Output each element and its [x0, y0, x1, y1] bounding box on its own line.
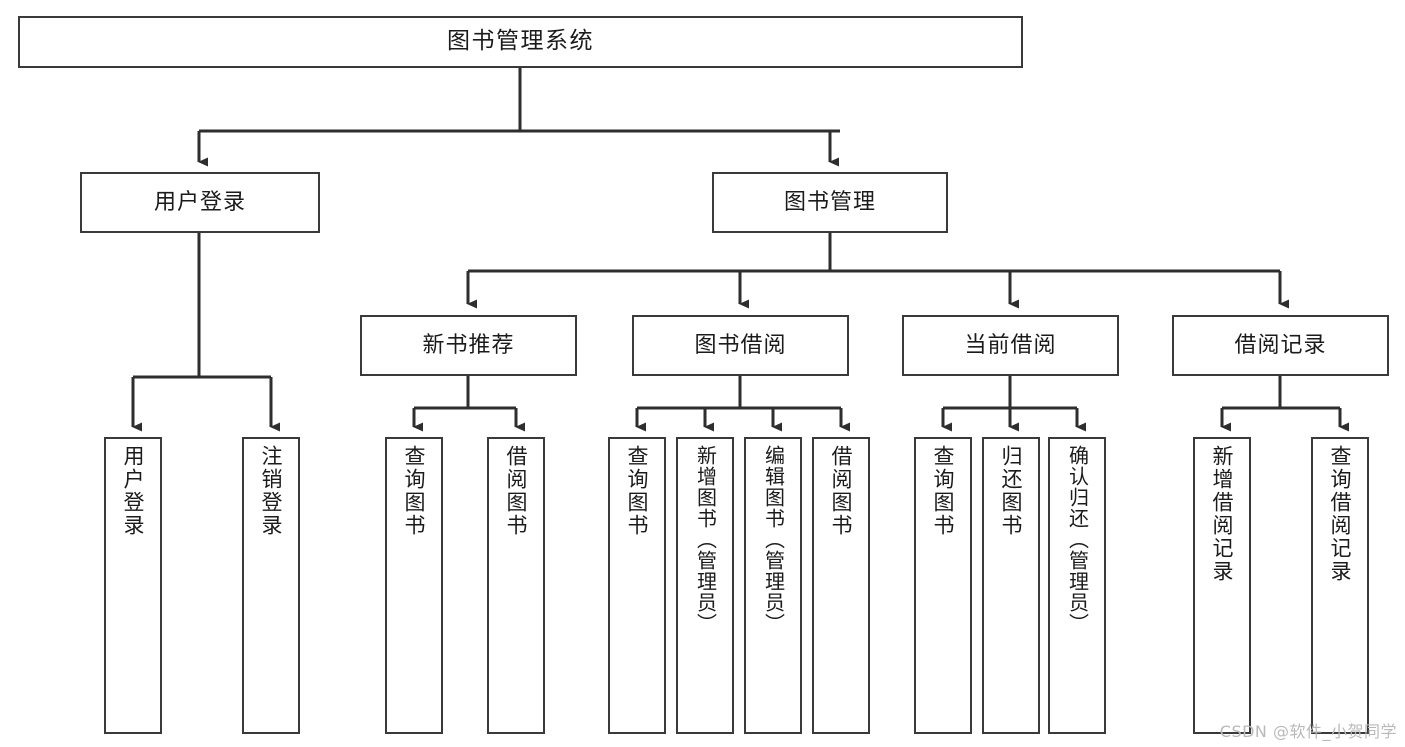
node-leaf-confirm-return[interactable]: 确认归还（管理员） [1048, 437, 1106, 734]
node-leaf-borrow-book-1-label: 借阅图书 [504, 445, 529, 537]
node-leaf-query-record-label: 查询借阅记录 [1328, 445, 1353, 583]
node-leaf-add-record-label: 新增借阅记录 [1210, 445, 1235, 583]
node-leaf-logout-login[interactable]: 注销登录 [242, 437, 300, 734]
node-current-borrow-label: 当前借阅 [964, 332, 1057, 358]
node-leaf-query-book-1-label: 查询图书 [402, 445, 427, 537]
node-root-system-label: 图书管理系统 [447, 28, 594, 55]
node-leaf-user-login-label: 用户登录 [121, 445, 146, 537]
csdn-watermark: CSDN @软件_小贺同学 [1219, 722, 1397, 741]
node-leaf-query-book-1[interactable]: 查询图书 [385, 437, 443, 734]
node-user-login-label: 用户登录 [153, 189, 246, 215]
node-new-book-rec[interactable]: 新书推荐 [360, 315, 577, 376]
node-leaf-return-book-label: 归还图书 [999, 445, 1024, 537]
node-leaf-add-book[interactable]: 新增图书（管理员） [676, 437, 734, 734]
node-borrow-record-label: 借阅记录 [1234, 332, 1327, 358]
node-leaf-return-book[interactable]: 归还图书 [982, 437, 1040, 734]
node-book-manage-label: 图书管理 [783, 189, 876, 215]
node-leaf-confirm-return-label: 确认归还（管理员） [1065, 445, 1090, 634]
node-leaf-borrow-book-2[interactable]: 借阅图书 [812, 437, 870, 734]
node-leaf-borrow-book-2-label: 借阅图书 [829, 445, 854, 537]
node-current-borrow[interactable]: 当前借阅 [902, 315, 1119, 376]
node-leaf-query-book-3[interactable]: 查询图书 [914, 437, 972, 734]
node-leaf-add-record[interactable]: 新增借阅记录 [1193, 437, 1251, 734]
node-borrow-record[interactable]: 借阅记录 [1172, 315, 1389, 376]
node-leaf-query-book-2[interactable]: 查询图书 [608, 437, 666, 734]
node-leaf-user-login[interactable]: 用户登录 [104, 437, 162, 734]
node-leaf-add-book-label: 新增图书（管理员） [693, 445, 718, 634]
node-leaf-query-book-2-label: 查询图书 [625, 445, 650, 537]
node-leaf-borrow-book-1[interactable]: 借阅图书 [487, 437, 545, 734]
node-root-system[interactable]: 图书管理系统 [18, 16, 1023, 68]
node-leaf-logout-login-label: 注销登录 [259, 445, 284, 537]
node-new-book-rec-label: 新书推荐 [422, 332, 515, 358]
node-book-borrow-label: 图书借阅 [694, 332, 787, 358]
node-user-login[interactable]: 用户登录 [80, 172, 320, 233]
node-book-manage[interactable]: 图书管理 [712, 172, 948, 233]
node-leaf-query-record[interactable]: 查询借阅记录 [1311, 437, 1369, 734]
node-leaf-edit-book[interactable]: 编辑图书（管理员） [744, 437, 802, 734]
node-book-borrow[interactable]: 图书借阅 [632, 315, 849, 376]
node-leaf-query-book-3-label: 查询图书 [931, 445, 956, 537]
node-leaf-edit-book-label: 编辑图书（管理员） [761, 445, 786, 634]
